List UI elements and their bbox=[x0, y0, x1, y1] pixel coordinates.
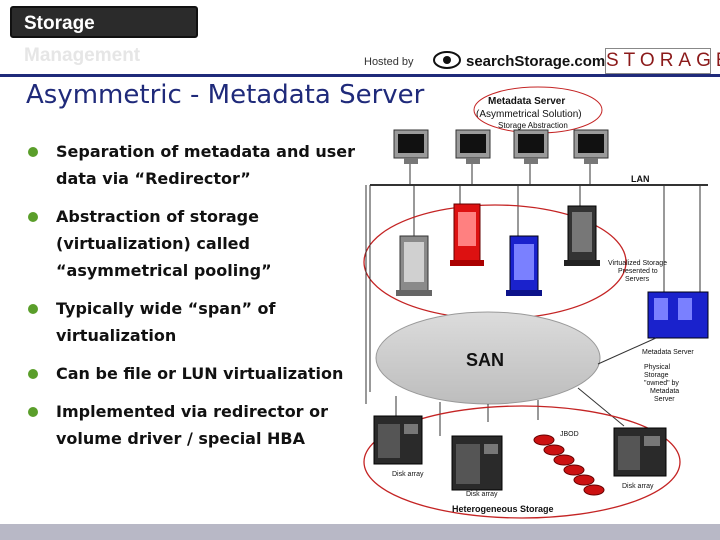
disk-array-label: Disk array bbox=[392, 471, 424, 478]
bullet-item: Abstraction of storage (virtualization) … bbox=[26, 203, 356, 284]
bullet-item: Can be file or LUN virtualization bbox=[26, 360, 356, 387]
top-bar: Storage Management bbox=[0, 0, 720, 66]
bullet-item: Typically wide “span” of virtualization bbox=[26, 295, 356, 349]
server-dark bbox=[564, 205, 600, 266]
storage-abstraction-label: Storage Abstraction bbox=[498, 121, 568, 130]
bullet-dot-icon bbox=[28, 212, 38, 222]
bullet-text: Separation of metadata and user data via… bbox=[56, 142, 356, 188]
workstation bbox=[573, 129, 609, 164]
bullet-text: Implemented via redirector or volume dri… bbox=[56, 402, 329, 448]
eye-icon bbox=[433, 51, 461, 69]
lan-label: LAN bbox=[631, 174, 650, 184]
physical-label-line4: Metadata bbox=[650, 388, 679, 395]
metadata-server-icon bbox=[647, 291, 709, 339]
bullet-dot-icon bbox=[28, 147, 38, 157]
bullet-list: Separation of metadata and user data via… bbox=[26, 138, 356, 463]
virtualized-label-line1: Virtualized Storage bbox=[608, 260, 667, 267]
physical-label-line5: Server bbox=[654, 396, 675, 403]
storage-magazine-logo: STORAGE bbox=[605, 48, 720, 74]
bullet-text: Can be file or LUN virtualization bbox=[56, 364, 344, 383]
disk-array bbox=[373, 415, 423, 465]
virtualized-label-line2: Presented to bbox=[618, 268, 658, 275]
workstation bbox=[455, 129, 491, 164]
metadata-server-label: Metadata Server bbox=[642, 349, 694, 356]
metadata-server-diagram: Metadata Server (Asymmetrical Solution) … bbox=[363, 86, 709, 519]
workstation bbox=[513, 129, 549, 164]
san-label: SAN bbox=[466, 350, 504, 370]
virtualized-label-line3: Servers bbox=[625, 276, 650, 283]
bullet-item: Separation of metadata and user data via… bbox=[26, 138, 356, 192]
diagram-title: Metadata Server bbox=[488, 96, 565, 107]
logo-word-management: Management bbox=[24, 45, 141, 66]
bullet-dot-icon bbox=[28, 407, 38, 417]
physical-label-line3: "owned" by bbox=[644, 380, 679, 387]
disk-array-label: Disk array bbox=[622, 483, 654, 490]
jbod-disks bbox=[533, 434, 605, 496]
bullet-text: Abstraction of storage (virtualization) … bbox=[56, 207, 272, 280]
physical-label-line1: Physical bbox=[644, 364, 671, 371]
server-red bbox=[450, 203, 484, 266]
hosted-by-line: Hosted by searchStorage.com STORAGE bbox=[0, 48, 720, 77]
storage-ellipse bbox=[363, 405, 681, 519]
server-blue bbox=[506, 235, 542, 296]
bullet-dot-icon bbox=[28, 304, 38, 314]
slide-title: Asymmetric - Metadata Server bbox=[26, 80, 425, 110]
hosted-by-label: Hosted by bbox=[364, 56, 414, 68]
heterogeneous-storage-label: Heterogeneous Storage bbox=[452, 504, 554, 514]
physical-label-line2: Storage bbox=[644, 372, 669, 379]
bullet-dot-icon bbox=[28, 369, 38, 379]
server-gray bbox=[396, 235, 432, 296]
workstation bbox=[393, 129, 429, 164]
lan-drops bbox=[409, 164, 701, 292]
storage-management-logo: Storage Management bbox=[10, 6, 198, 66]
san-connectors bbox=[365, 185, 657, 436]
searchstorage-logo: searchStorage.com bbox=[466, 53, 606, 70]
bullet-item: Implemented via redirector or volume dri… bbox=[26, 398, 356, 452]
jbod-label: JBOD bbox=[560, 431, 579, 438]
diagram-subtitle: (Asymmetrical Solution) bbox=[476, 109, 582, 120]
logo-word-storage: Storage bbox=[24, 13, 95, 34]
disk-array-label: Disk array bbox=[466, 491, 498, 498]
disk-array bbox=[613, 427, 667, 477]
disk-array bbox=[451, 435, 503, 491]
bottom-bar bbox=[0, 524, 720, 540]
bullet-text: Typically wide “span” of virtualization bbox=[56, 299, 276, 345]
